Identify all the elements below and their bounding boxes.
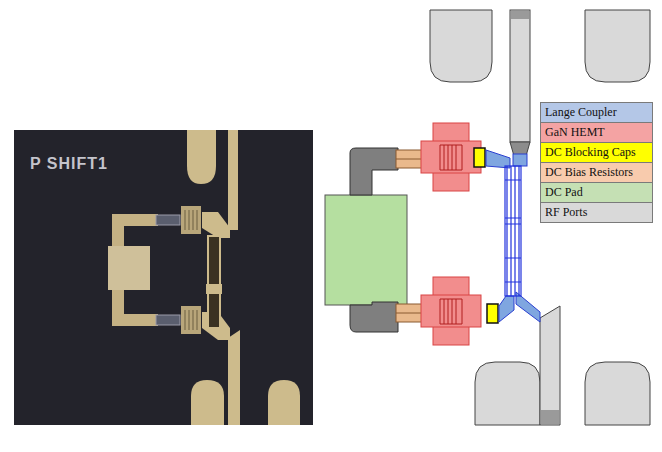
bias-line: [112, 290, 158, 326]
coupler-finger: [507, 166, 519, 296]
bias-line: [350, 302, 398, 332]
dc-pad: [191, 380, 224, 425]
coupler-feed: [499, 296, 514, 322]
blocking-cap: [474, 148, 485, 167]
dc-pad: [430, 10, 492, 82]
legend-label: DC Pad: [545, 185, 583, 199]
hemt: [421, 141, 481, 173]
dc-pad: [325, 195, 407, 305]
hemt: [421, 295, 481, 327]
chip-marking: P SHIFT1: [30, 155, 108, 173]
transistor: [181, 206, 201, 234]
legend-label: Lange Coupler: [545, 105, 617, 119]
blocking-cap: [487, 304, 498, 323]
bias-line: [112, 214, 158, 246]
dc-pad: [268, 380, 300, 425]
legend-label: GaN HEMT: [545, 125, 605, 139]
coupler-feed: [486, 150, 510, 168]
lange-coupler: [505, 166, 521, 296]
coupler-bridge: [206, 284, 222, 294]
dc-pad: [585, 10, 650, 82]
rf-port: [540, 306, 560, 425]
legend-swatch: DC Blocking Caps: [540, 142, 653, 163]
coupler-port: [513, 154, 527, 166]
bias-line: [350, 148, 398, 195]
dc-pad: [108, 246, 150, 290]
coupler-bridge: [505, 180, 521, 282]
coupler-outline: [505, 166, 521, 296]
rf-port-end: [541, 410, 559, 424]
legend-label: DC Bias Resistors: [545, 165, 633, 179]
legend-swatch: Lange Coupler: [540, 102, 653, 123]
legend: Lange CouplerGaN HEMT DC Blocking Caps DC …: [540, 103, 653, 223]
transistor: [181, 306, 201, 334]
rf-line: [228, 130, 238, 230]
hemt-fingers: [440, 145, 462, 170]
rf-port-end: [511, 11, 529, 19]
rf-line: [228, 330, 240, 425]
die-background: [14, 130, 313, 425]
dc-pad: [585, 362, 650, 425]
dc-pad: [187, 130, 216, 184]
dc-pad: [475, 362, 540, 425]
resistor: [156, 315, 180, 325]
hemt-fingers: [440, 299, 462, 324]
legend-swatch: DC Bias Resistors: [540, 162, 653, 183]
resistor: [156, 215, 180, 225]
legend-swatch: RF Ports: [540, 202, 653, 223]
lange-coupler: [208, 236, 220, 328]
gate-fingers: [185, 210, 197, 330]
legend-swatch: DC Pad: [540, 182, 653, 203]
rf-port: [510, 10, 530, 142]
rf-line: [202, 212, 230, 238]
legend-swatch: GaN HEMT: [540, 122, 653, 143]
legend-label: DC Blocking Caps: [545, 145, 636, 159]
micrograph: [14, 130, 313, 425]
legend-label: RF Ports: [545, 205, 587, 219]
